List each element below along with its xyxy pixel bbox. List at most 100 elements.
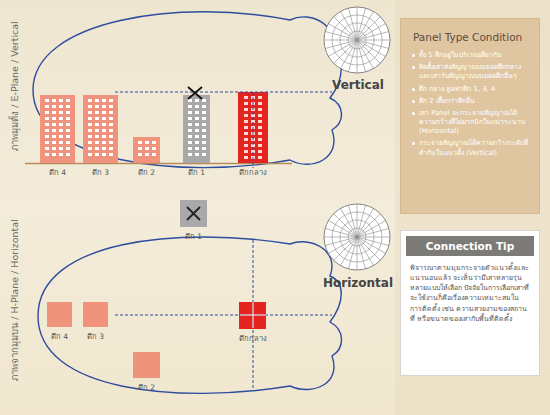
building-window: [195, 135, 199, 138]
building-window: [109, 135, 113, 138]
building-window: [52, 129, 56, 132]
building-window: [258, 138, 262, 141]
building-window: [188, 153, 192, 156]
building-window: [88, 123, 92, 126]
building-window: [59, 111, 63, 114]
building-window: [45, 135, 49, 138]
building-window: [102, 123, 106, 126]
building-window: [251, 132, 255, 135]
building-window: [59, 123, 63, 126]
building-window: [52, 99, 56, 102]
building-window: [109, 153, 113, 156]
building-window: [109, 99, 113, 102]
building-window: [251, 108, 255, 111]
building-window: [45, 129, 49, 132]
building-label: ตึกกลาง: [239, 332, 267, 344]
building-window: [109, 123, 113, 126]
building-window: [195, 153, 199, 156]
building-window: [251, 96, 255, 99]
building-window: [95, 99, 99, 102]
building-window: [59, 153, 63, 156]
polar-ring: [324, 7, 390, 73]
polar-plot-icon: [324, 204, 390, 270]
building-window: [258, 120, 262, 123]
building-window: [258, 114, 262, 117]
building-window: [244, 144, 248, 147]
building-window: [145, 147, 149, 150]
building-block: ตึกกลาง: [239, 302, 266, 329]
building-window: [95, 147, 99, 150]
building-window: [95, 141, 99, 144]
building-window: [251, 138, 255, 141]
building-window: [244, 108, 248, 111]
building-label: ตึกกลาง: [239, 166, 267, 178]
building-window: [152, 141, 156, 144]
polar-spokes: [324, 7, 390, 73]
building-window: [258, 96, 262, 99]
building-window: [95, 153, 99, 156]
building-window: [244, 102, 248, 105]
right-backdrop: [395, 0, 550, 415]
tip-heading: Connection Tip: [406, 236, 534, 256]
building-window: [66, 147, 70, 150]
panel-title: Panel Type Condition: [413, 31, 531, 43]
building-window: [202, 141, 206, 144]
building-window: [45, 105, 49, 108]
radiation-pattern-vertical: [33, 12, 342, 168]
condition-bullet: ทั้ง 5 ตึกอยู่ในบริเวณเดียวกัน: [411, 51, 531, 60]
building-label: ตึก 4: [51, 330, 68, 342]
building-window: [195, 123, 199, 126]
building-window: [95, 111, 99, 114]
building-window: [195, 99, 199, 102]
building-block: ตึก 3: [83, 95, 118, 163]
building-window: [45, 147, 49, 150]
building-label: ตึก 1: [185, 230, 202, 242]
building-window: [138, 147, 142, 150]
building-window: [45, 141, 49, 144]
building-window: [251, 144, 255, 147]
building-window: [188, 129, 192, 132]
building-window: [66, 111, 70, 114]
blocked-mark: [188, 87, 202, 99]
building-window: [66, 123, 70, 126]
view-side-caption: ภาพมุมตั้ง / E-Plane / Vertical: [7, 0, 21, 174]
building-window: [251, 114, 255, 117]
building-window: [244, 126, 248, 129]
building-window: [88, 141, 92, 144]
building-window: [202, 105, 206, 108]
building-window: [251, 126, 255, 129]
building-window: [152, 147, 156, 150]
building-label: ตึก 2: [138, 381, 155, 393]
building-window: [45, 153, 49, 156]
building-block: ตึก 4: [47, 302, 72, 327]
building-window: [202, 129, 206, 132]
building-window: [88, 117, 92, 120]
condition-bullet: ติดตั้งเสาส่งสัญญาณบนยอดตึกกลาง และเสารั…: [411, 63, 531, 81]
building-window: [102, 141, 106, 144]
building-label: ตึก 3: [87, 330, 104, 342]
building-window: [202, 153, 206, 156]
building-window: [109, 129, 113, 132]
building-window: [202, 111, 206, 114]
building-window: [88, 147, 92, 150]
building-window: [52, 147, 56, 150]
building-window: [88, 135, 92, 138]
building-window: [102, 147, 106, 150]
building-label: ตึก 3: [92, 166, 109, 178]
building-block: ตึก 4: [40, 95, 75, 163]
building-window: [258, 132, 262, 135]
building-window: [59, 117, 63, 120]
building-window: [258, 126, 262, 129]
building-window: [188, 141, 192, 144]
building-window: [66, 141, 70, 144]
building-window: [45, 99, 49, 102]
building-window: [88, 99, 92, 102]
view-side-caption: ภาพจากมุมบน / H-Plane / Horizontal: [7, 193, 21, 408]
view-title: Horizontal: [323, 276, 393, 290]
building-window: [188, 135, 192, 138]
condition-panel: Panel Type Condition ทั้ง 5 ตึกอยู่ในบริเ…: [400, 18, 540, 214]
tip-body-text: พิจารณาตามมุมกระจายตัวแนวตั้งและแนวนอนแล…: [406, 263, 534, 324]
building-window: [244, 132, 248, 135]
building-window: [45, 111, 49, 114]
building-window: [188, 105, 192, 108]
